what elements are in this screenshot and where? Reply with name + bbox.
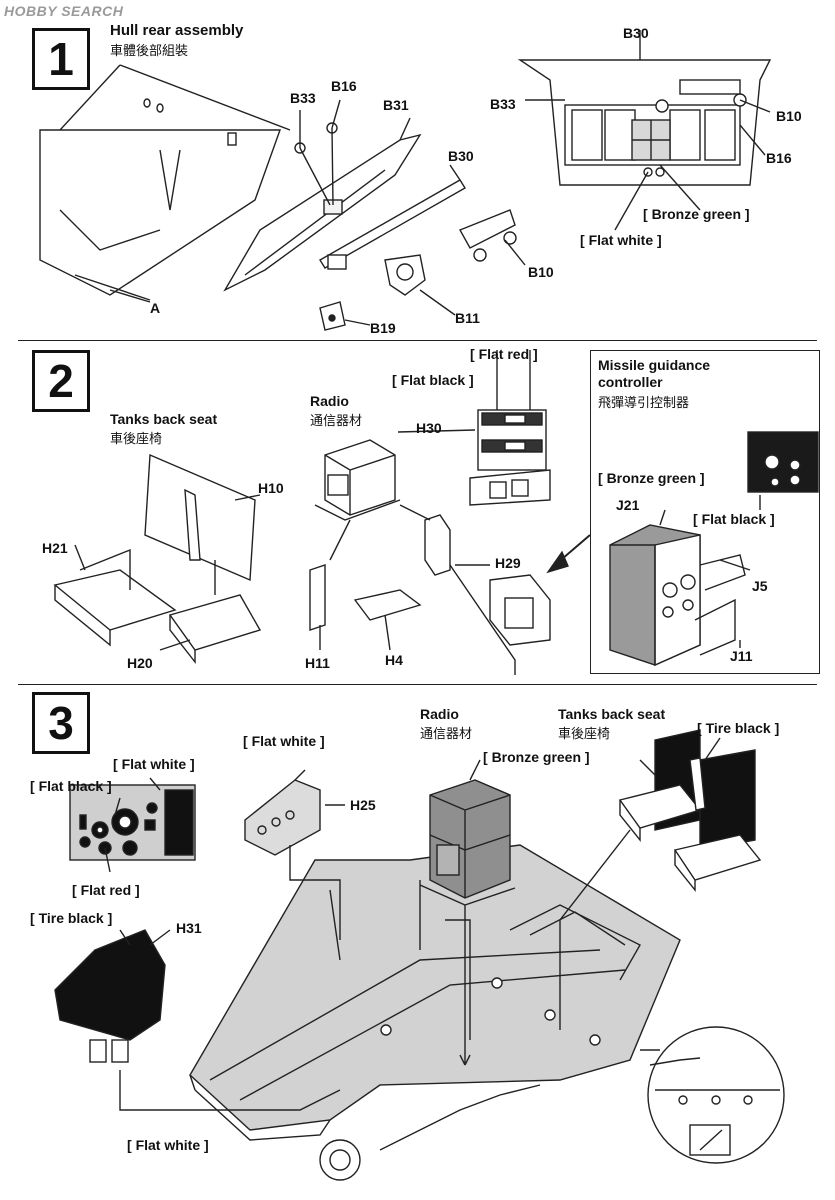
- divider-2: [18, 684, 817, 685]
- detail-label-b33: B33: [490, 96, 516, 112]
- label-h20: H20: [127, 655, 153, 671]
- color-tire-black-left: Tire black: [30, 910, 112, 926]
- color-flat-black-inset: Flat black: [693, 511, 775, 527]
- seat-title: Tanks back seat: [110, 411, 218, 427]
- instrument-panel-detail: [69, 777, 196, 873]
- label-h11: H11: [305, 655, 330, 671]
- label-h25: H25: [350, 797, 376, 813]
- missile-controller-drawing: [609, 431, 819, 667]
- color-bronze-green-step1: Bronze green: [643, 206, 750, 222]
- label-j5: J5: [752, 578, 768, 594]
- detail-label-b10: B10: [776, 108, 802, 124]
- color-flat-red-detail: Flat red: [72, 882, 140, 898]
- step-1-title: Hull rear assembly: [110, 22, 244, 39]
- label-j21: J21: [616, 497, 640, 513]
- missile-controller-inset: [590, 350, 820, 674]
- part-b30: [319, 179, 466, 270]
- color-bronze-green-inset: Bronze green: [598, 470, 705, 486]
- radio-title: Radio: [310, 393, 349, 409]
- detail-label-b16: B16: [766, 150, 792, 166]
- divider-1: [18, 340, 817, 341]
- label-b10: B10: [528, 264, 554, 280]
- label-a: A: [150, 300, 161, 316]
- color-flat-white-step1: Flat white: [580, 232, 662, 248]
- inset-title-line1: Missile guidance: [598, 357, 711, 373]
- label-b30: B30: [448, 148, 474, 164]
- step-3-number: 3: [32, 692, 90, 754]
- inset-title-cjk: 飛彈導引控制器: [598, 395, 690, 410]
- tanks-back-seat-parts: [53, 453, 262, 665]
- radio-parts: [309, 429, 551, 675]
- part-b11: [384, 254, 426, 296]
- part-h31: [54, 929, 341, 1111]
- color-flat-white-panel: Flat white: [243, 733, 325, 749]
- step-1-number: 1: [32, 28, 90, 90]
- circle-detail: [640, 1026, 785, 1164]
- label-b31: B31: [383, 97, 409, 113]
- part-h25: [244, 769, 345, 940]
- watermark: HOBBY SEARCH: [4, 3, 124, 19]
- color-flat-black-step2: Flat black: [392, 372, 474, 388]
- color-flat-white-detail: Flat white: [113, 756, 195, 772]
- color-flat-red-step2: Flat red: [470, 346, 538, 362]
- seat-title-cjk-step3: 車後座椅: [558, 726, 611, 741]
- radio-title-cjk-step3: 通信器材: [420, 726, 473, 741]
- step-2-number: 2: [32, 350, 90, 412]
- color-flat-black-detail: Flat black: [30, 778, 112, 794]
- hull-floor: [189, 844, 681, 1181]
- part-b31: [223, 133, 422, 292]
- label-b19: B19: [370, 320, 396, 336]
- color-bronze-green-radio: Bronze green: [483, 749, 590, 765]
- label-b11: B11: [455, 310, 480, 326]
- part-h30: [469, 350, 551, 506]
- label-h29: H29: [495, 555, 521, 571]
- label-h21: H21: [42, 540, 68, 556]
- inset-title-line2: controller: [598, 374, 663, 390]
- radio-title-step3: Radio: [420, 706, 459, 722]
- seats-tire-black: [559, 729, 762, 1030]
- label-j11: J11: [730, 648, 753, 664]
- color-tire-black-seat: Tire black: [697, 720, 779, 736]
- label-h10: H10: [258, 480, 284, 496]
- label-h30: H30: [416, 420, 442, 436]
- radio-title-cjk: 通信器材: [310, 413, 363, 428]
- color-flat-white-floor: Flat white: [127, 1137, 209, 1153]
- radio-bronze-green: [419, 759, 516, 1066]
- label-h4: H4: [385, 652, 403, 668]
- part-b10: [459, 209, 517, 262]
- detail-label-b30: B30: [623, 25, 649, 41]
- label-b16: B16: [331, 78, 357, 94]
- seat-title-step3: Tanks back seat: [558, 706, 666, 722]
- seat-title-cjk: 車後座椅: [110, 431, 163, 446]
- step-1-title-cjk: 車體後部組裝: [110, 43, 189, 58]
- label-b33: B33: [290, 90, 316, 106]
- label-h31: H31: [176, 920, 202, 936]
- part-b19: [319, 301, 346, 331]
- hull-rear-detail: [517, 30, 772, 231]
- hull-rear-part-a: [39, 64, 291, 301]
